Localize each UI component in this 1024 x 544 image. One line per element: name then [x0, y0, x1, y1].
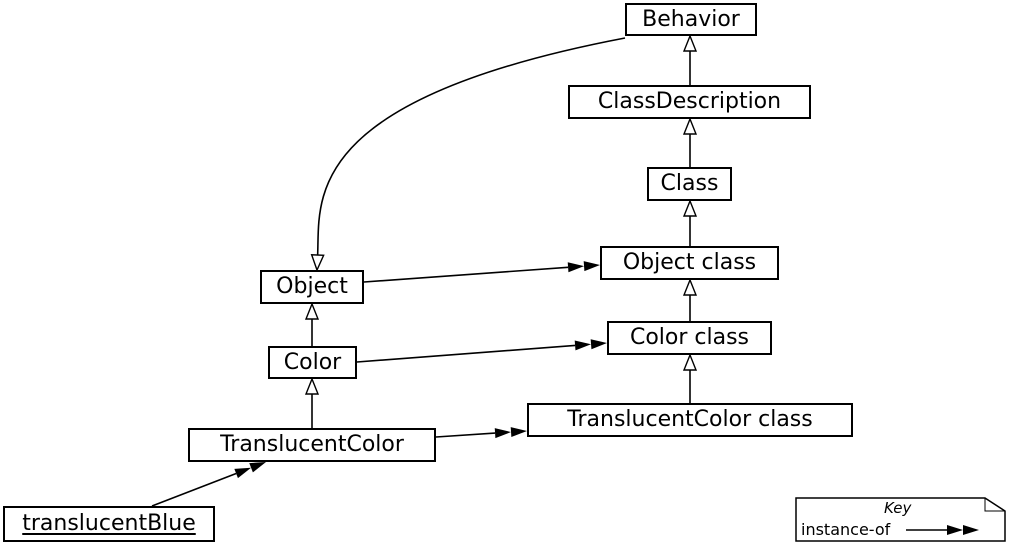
node-translucentblue: translucentBlue	[3, 506, 215, 542]
node-translucentblue-label: translucentBlue	[22, 511, 196, 536]
edge-objectclass-to-class-head	[682, 199, 698, 217]
node-behavior: Behavior	[625, 3, 757, 36]
edge-object-to-objectclass-head-1	[583, 261, 600, 272]
edge-color-to-colorclass-head-1	[590, 339, 607, 350]
edge-object-to-objectclass-head-2	[567, 262, 585, 273]
node-behavior-label: Behavior	[642, 6, 740, 32]
node-classdescription: ClassDescription	[568, 85, 811, 119]
node-colorclass-label: Color class	[629, 325, 750, 350]
node-translucentcolor: TranslucentColor	[188, 428, 436, 462]
edge-behavior-to-object-head	[310, 254, 325, 272]
key-legend-fold	[984, 498, 1005, 512]
edge-classdescription-to-behavior-head	[682, 34, 698, 52]
node-translucentcolor-label: TranslucentColor	[220, 432, 404, 457]
node-color: Color	[268, 346, 357, 379]
node-colorclass: Color class	[607, 321, 772, 355]
node-objectclass: Object class	[600, 246, 779, 280]
key-label: instance-of	[801, 520, 891, 539]
edge-behavior-to-object	[316, 37, 626, 256]
edge-translucentblue-to-translucentcolor	[151, 472, 237, 507]
edge-colorclass-to-objectclass-head	[682, 278, 698, 296]
key-title: Key	[884, 499, 912, 517]
node-object-label: Object	[276, 274, 348, 299]
key-arrow-head-1	[947, 525, 963, 535]
edge-translucentcolor-to-translucentcolorclass-head-2	[494, 428, 512, 439]
edge-object-to-objectclass	[363, 266, 569, 283]
node-translucentcolorclass-label: TranslucentColor class	[567, 407, 813, 432]
node-classdescription-label: ClassDescription	[597, 89, 782, 114]
edge-translucentcolor-to-translucentcolorclass-head-1	[510, 427, 527, 438]
edge-translucentcolorclass-to-colorclass-head	[682, 353, 698, 371]
edge-translucentcolor-to-color-head	[304, 377, 320, 395]
edge-translucentblue-to-translucentcolor-head-1	[249, 462, 266, 473]
edge-color-to-colorclass	[356, 344, 576, 363]
key-arrow-head-2	[963, 525, 979, 535]
node-translucentcolorclass: TranslucentColor class	[527, 403, 853, 437]
node-class-label: Class	[660, 171, 719, 196]
edge-translucentcolor-to-translucentcolorclass	[435, 432, 496, 438]
key-legend	[795, 497, 1006, 542]
edge-class-to-classdescription-head	[682, 117, 698, 135]
edge-translucentblue-to-translucentcolor-head-2	[234, 467, 252, 479]
edge-color-to-object-head	[304, 302, 320, 320]
node-color-label: Color	[283, 349, 342, 375]
node-objectclass-label: Object class	[622, 250, 757, 275]
node-object: Object	[260, 270, 364, 304]
edge-color-to-colorclass-head-2	[574, 340, 592, 351]
node-class: Class	[647, 167, 732, 201]
